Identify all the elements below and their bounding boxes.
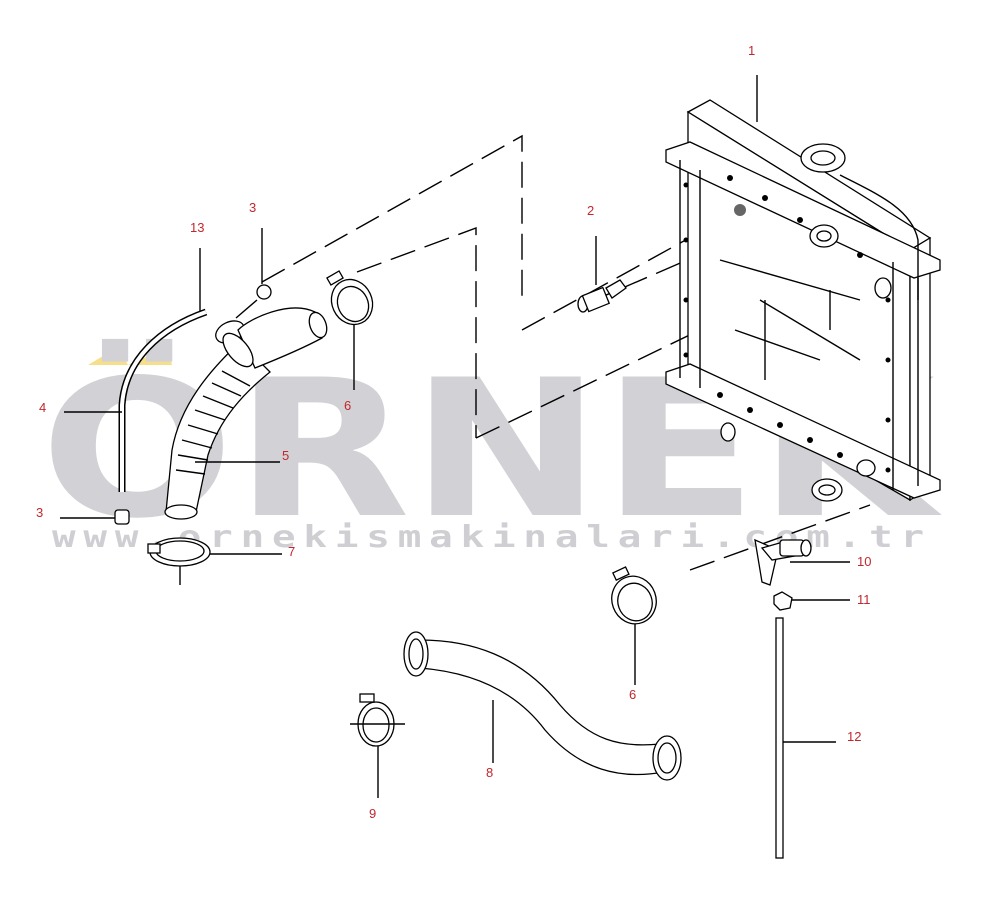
callout-10: 10 [857, 554, 871, 569]
callout-3-lower: 3 [36, 505, 43, 520]
callout-7: 7 [288, 544, 295, 559]
lower-hose [403, 631, 682, 781]
callout-9: 9 [369, 806, 376, 821]
hose-clamp-upper [326, 270, 374, 390]
callout-13: 13 [190, 220, 204, 235]
callout-1: 1 [748, 43, 755, 58]
drain-fitting [577, 236, 627, 313]
callout-5: 5 [282, 448, 289, 463]
callout-labels: 1 2 3 13 4 3 5 6 7 10 11 6 8 9 12 [36, 43, 871, 821]
hose-clamp-lower [611, 566, 657, 685]
callout-2: 2 [587, 203, 594, 218]
callout-11: 11 [857, 592, 871, 607]
small-clip-lower [60, 509, 130, 525]
radiator [665, 75, 941, 502]
drain-cock [754, 538, 850, 586]
small-clip-upper [235, 228, 272, 319]
callout-6-lower: 6 [629, 687, 636, 702]
callout-8: 8 [486, 765, 493, 780]
hose-clamp-7 [147, 537, 282, 585]
drain-tube [775, 617, 836, 859]
callout-3-upper: 3 [249, 200, 256, 215]
flex-hose [164, 307, 328, 520]
small-clip-11 [773, 591, 850, 611]
callout-4: 4 [39, 400, 46, 415]
hose-clamp-9 [350, 693, 405, 798]
callout-6-upper: 6 [344, 398, 351, 413]
watermark-logo-mark [88, 347, 128, 365]
callout-12: 12 [847, 729, 861, 744]
overflow-tube [64, 308, 208, 492]
